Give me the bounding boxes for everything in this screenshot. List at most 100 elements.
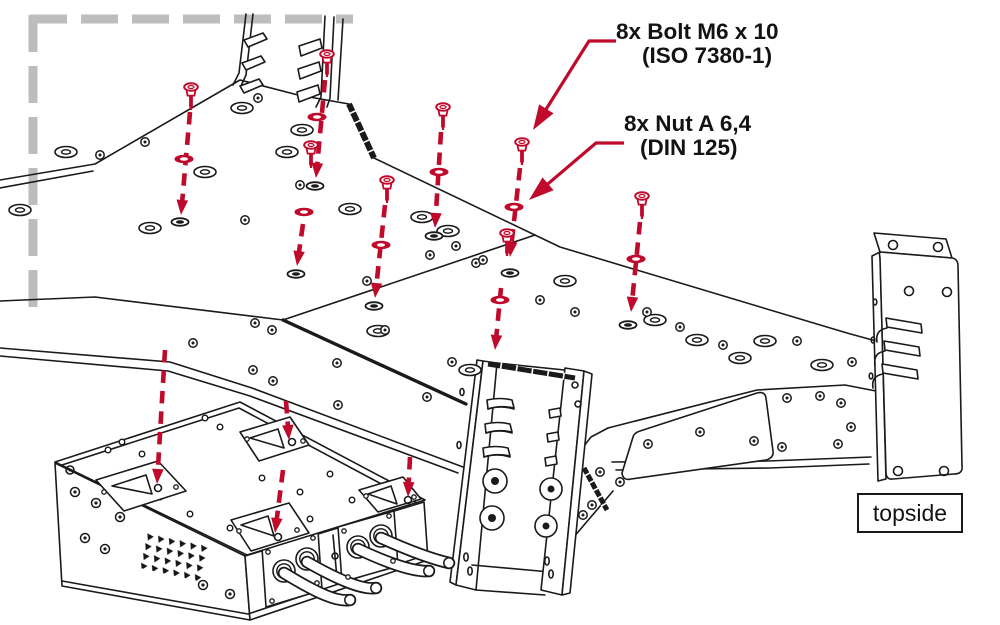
nut-label-line2: (DIN 125) xyxy=(640,135,738,160)
bolt-icon xyxy=(499,228,515,256)
rear-bracket-right-plate-edge2 xyxy=(337,18,344,101)
deck-washer xyxy=(230,101,254,115)
vent-grille xyxy=(140,532,208,582)
bolt-head-drive xyxy=(323,51,331,57)
assembly-arrowhead xyxy=(370,282,383,298)
small-hole xyxy=(331,552,339,560)
mount-hole xyxy=(287,437,297,447)
washer-icon xyxy=(490,295,510,305)
cable-end-cap xyxy=(423,565,435,577)
screw-head xyxy=(244,436,250,442)
box-face-hole-dot xyxy=(201,583,205,587)
rear-bracket-right-plate-edge xyxy=(326,16,335,108)
rivet-hole-dot xyxy=(298,183,302,187)
washer-inner xyxy=(313,115,321,119)
assembly-arrowhead xyxy=(626,296,639,312)
deck-washer xyxy=(436,224,460,238)
washer-icon xyxy=(371,240,391,250)
front-fold-edge xyxy=(281,318,468,406)
rivet-hole-dot xyxy=(849,425,853,429)
deck-washer xyxy=(193,165,217,179)
right-bracket xyxy=(868,232,963,482)
deck-washer xyxy=(8,203,32,217)
rivet-hole-dot xyxy=(253,321,257,325)
foot-slot xyxy=(543,556,550,566)
deck-fold-line xyxy=(282,234,536,321)
dashed-assembly-arrow xyxy=(493,287,504,339)
washer-icon xyxy=(504,202,524,212)
hatch-tick xyxy=(588,479,596,485)
box-face-hole-dot xyxy=(73,490,77,494)
screw-head xyxy=(101,489,107,495)
bolt-icon xyxy=(514,137,530,165)
rivet-hole-dot xyxy=(645,310,649,314)
washer-inner xyxy=(300,210,308,214)
washer-icon xyxy=(294,207,314,217)
rivet-hole-dot xyxy=(425,395,429,399)
mount-hole xyxy=(273,532,283,542)
chassis-holes xyxy=(8,93,857,520)
box-face-hole-dot xyxy=(103,547,107,551)
cables xyxy=(277,531,456,607)
bracket-hole xyxy=(892,465,904,477)
deck-washer-center xyxy=(734,355,746,361)
rivet-hole-dot xyxy=(721,343,725,347)
hatch-tick xyxy=(583,471,591,477)
deck-washer xyxy=(685,333,709,347)
small-hole xyxy=(574,400,582,408)
bolt-leader-line xyxy=(541,39,616,116)
screw-head xyxy=(345,574,351,580)
washer-inner xyxy=(510,205,518,209)
assembly-arrowhead xyxy=(271,517,283,533)
plate-hole xyxy=(186,510,194,518)
screw-head xyxy=(269,598,275,604)
bolt-target-hole-center xyxy=(506,271,514,275)
rivet-hole-dot xyxy=(251,368,255,372)
hatched-fold-edge xyxy=(487,361,576,381)
deck-washer xyxy=(290,123,314,137)
screw-head xyxy=(411,494,417,500)
washer-icon xyxy=(429,167,449,177)
washer-inner xyxy=(632,257,640,261)
rivet-hole-dot xyxy=(698,430,702,434)
near-edge-outer xyxy=(0,347,464,468)
slot-tab xyxy=(296,84,321,103)
rivet-hole-dot xyxy=(365,279,369,283)
bolt-head-top xyxy=(379,175,395,185)
bolt-icon xyxy=(303,140,319,168)
deck-washer-center xyxy=(464,367,476,373)
bolt-target-hole-center xyxy=(624,323,632,327)
deck-washer xyxy=(553,274,577,288)
deck-washer-center xyxy=(60,149,72,155)
box-face-hole-dot xyxy=(94,501,98,505)
bolt-head-drive xyxy=(187,84,195,90)
mid-panel-edge xyxy=(0,296,284,321)
bracket-slot-end xyxy=(548,407,562,419)
bolt-head-top xyxy=(634,191,650,201)
slot-tab xyxy=(241,55,266,71)
dashed-assembly-arrow xyxy=(296,223,306,255)
bracket-slot xyxy=(883,340,921,357)
box-mount-bracket-front xyxy=(230,502,310,552)
plate-hole xyxy=(258,474,266,482)
screw-head xyxy=(265,549,271,555)
deck-washer-center xyxy=(559,278,571,284)
bolt-head-drive xyxy=(518,139,526,145)
right-bracket-left-strip xyxy=(871,251,887,482)
rivet-hole-dot xyxy=(454,244,458,248)
washer-icon xyxy=(307,112,327,122)
plate-hole xyxy=(201,414,209,422)
hatch-tick xyxy=(546,370,550,378)
box-top-plate xyxy=(54,401,426,556)
corner-standoff-dot xyxy=(68,468,72,472)
deck-washer xyxy=(410,210,434,224)
bolt-icon xyxy=(435,102,451,130)
hatched-edges xyxy=(346,102,610,512)
slot-tab xyxy=(239,78,264,94)
rivet-hole-dot xyxy=(271,379,275,383)
rivet-hole-dot xyxy=(752,439,756,443)
foot-slot xyxy=(462,552,469,562)
screw-head xyxy=(310,535,316,541)
bracket-hole xyxy=(932,241,944,253)
screw-head xyxy=(341,528,347,534)
